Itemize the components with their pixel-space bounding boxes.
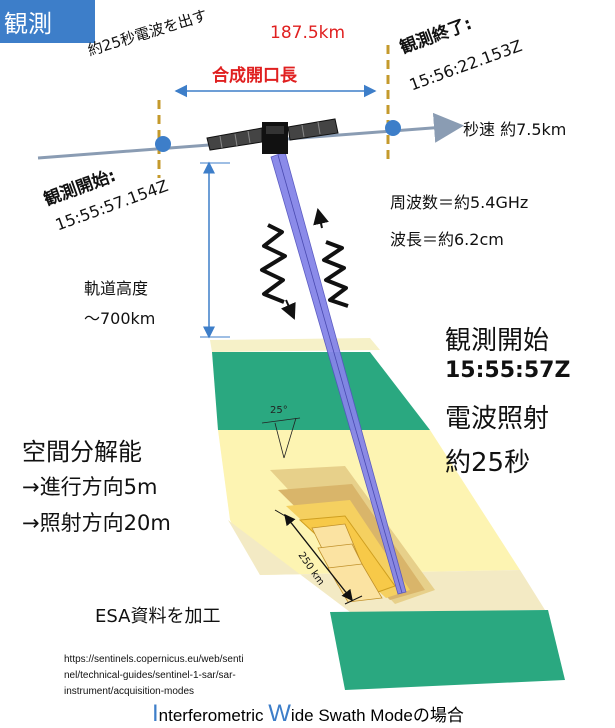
footer-cap-i: I: [152, 700, 159, 727]
resolution-range: →照射方向20m: [22, 511, 171, 535]
end-position-dot: [385, 120, 401, 136]
source-url-line-3: instrument/acquisition-modes: [64, 686, 195, 697]
summary-line-3: 電波照射: [445, 404, 550, 434]
orbit-height-dimension: [200, 161, 230, 339]
esa-credit: ESA資料を加工: [95, 606, 221, 627]
swath-width-dimension: [274, 509, 363, 605]
summary-line-1: 観測開始: [445, 326, 550, 356]
footer-part-1: nterferometric: [158, 706, 269, 725]
title-badge: 観測: [0, 0, 95, 43]
angle-label: 25°: [270, 405, 288, 416]
wavelength-label: 波長＝約6.2cm: [390, 230, 504, 249]
summary-line-4: 約25秒: [445, 448, 531, 478]
resolution-title: 空間分解能: [22, 438, 142, 466]
footer-part-2: ide Swath Modeの場合: [290, 706, 464, 725]
footer-cap-w: W: [268, 700, 291, 727]
resolution-along-track: →進行方向5m: [22, 475, 158, 499]
start-position-dot: [155, 136, 171, 152]
swath-tan-band: [228, 520, 545, 612]
speed-label: 秒速 約7.5km: [463, 120, 567, 139]
summary-line-2: 15:55:57Z: [445, 358, 571, 383]
orbit-height-label: 軌道高度: [84, 279, 149, 298]
distance-label: 187.5km: [270, 23, 346, 43]
ground-green-band-top: [212, 352, 430, 430]
title-text: 観測: [4, 10, 52, 38]
ground-green-band-bottom: [330, 610, 565, 690]
source-url-line-1: https://sentinels.copernicus.eu/web/sent…: [64, 654, 244, 665]
orbit-height-value: ～700km: [84, 309, 156, 328]
synthetic-aperture-label: 合成開口長: [212, 66, 297, 86]
returning-wave-icon: [313, 208, 349, 308]
source-url-line-2: nel/technical-guides/sentinel-1-sar/sar-: [64, 670, 236, 681]
angle-indicator: [261, 417, 301, 459]
ground-surface: [210, 338, 565, 690]
satellite-icon: [206, 118, 339, 154]
footer-caption: Interferometric Wide Swath Modeの場合: [152, 700, 464, 728]
frequency-label: 周波数＝約5.4GHz: [390, 193, 529, 212]
outgoing-wave-icon: [260, 223, 296, 320]
